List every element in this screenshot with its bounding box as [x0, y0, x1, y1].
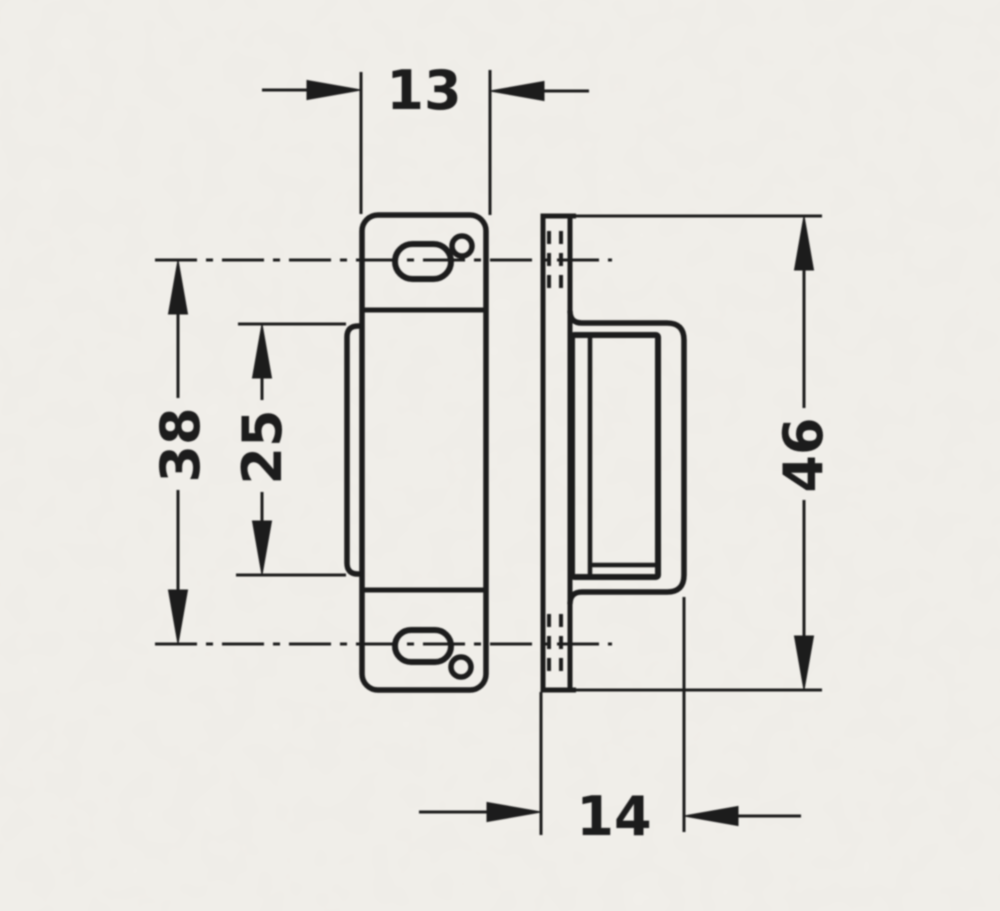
dim-13-label: 13 — [386, 59, 461, 122]
dim-38-arrow-up — [167, 259, 189, 315]
dim-46-arrow-up — [793, 215, 815, 271]
dim-25-label: 25 — [231, 409, 294, 484]
dim-13-arrow-left — [306, 79, 362, 101]
dim-14-label: 14 — [576, 785, 651, 848]
bottom-oval-hole — [392, 627, 454, 665]
dim-46-label: 46 — [772, 417, 835, 492]
dim-46-arrow-down — [793, 635, 815, 691]
dim-38-label: 38 — [149, 407, 212, 482]
dim-38 — [167, 259, 189, 645]
dim-14 — [419, 597, 801, 835]
top-small-hole — [449, 233, 475, 259]
dim-25-arrow-down — [251, 520, 273, 576]
dim-25-arrow-up — [251, 323, 273, 379]
front-body-left-edge — [344, 323, 362, 577]
dim-25 — [236, 322, 346, 577]
dim-13-arrow-right — [489, 80, 545, 102]
side-view — [540, 213, 687, 693]
dim-13 — [262, 70, 589, 215]
side-housing-rect — [569, 332, 661, 580]
dim-14-arrow-right — [683, 805, 739, 827]
dim-14-arrow-left — [486, 801, 542, 823]
front-plate-outline — [359, 212, 489, 693]
side-body-outline — [567, 310, 687, 605]
bottom-small-hole — [448, 654, 474, 680]
front-view — [344, 212, 489, 693]
dim-46 — [576, 214, 822, 692]
center-lines — [155, 258, 612, 646]
dim-38-arrow-down — [167, 589, 189, 645]
